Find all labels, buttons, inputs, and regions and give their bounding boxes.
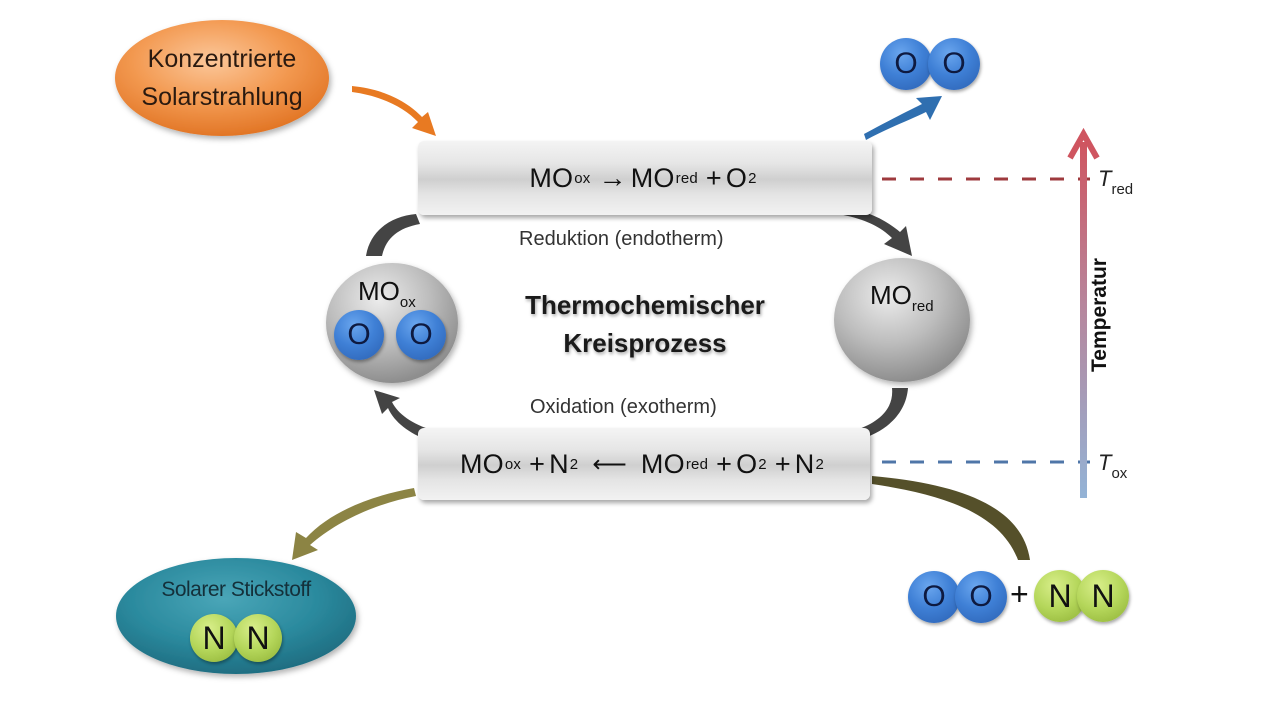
eq-term: N	[794, 448, 815, 479]
t-symbol: T	[1098, 166, 1112, 191]
solar-radiation-bubble	[115, 20, 329, 136]
temperature-arrowhead	[1067, 127, 1100, 160]
feed-arrow	[872, 476, 1030, 560]
cycle-arrow-top-left	[366, 214, 420, 256]
nitrogen-atom: N	[234, 614, 282, 662]
mo-red-node	[834, 258, 970, 382]
temperature-axis-label: Temperatur	[1088, 258, 1111, 372]
eq-term: O	[725, 162, 748, 193]
t-ox-label: Tox	[1098, 450, 1127, 482]
reaction-arrow: →	[598, 162, 627, 193]
node-label-sub: ox	[399, 294, 416, 311]
cycle-arrow-bottom-left	[374, 390, 432, 440]
feed-plus-sign: +	[1010, 576, 1029, 612]
oxygen-atom: O	[908, 571, 960, 623]
oxygen-atom: O	[928, 38, 980, 90]
eq-subscript: ox	[574, 169, 591, 187]
temperature-axis	[1080, 142, 1087, 498]
solar-nitrogen-label: Solarer Stickstoff	[161, 578, 311, 601]
eq-term: MO	[459, 448, 504, 479]
nitrogen-atom: N	[1077, 570, 1129, 622]
reaction-arrow: ⟵	[592, 450, 627, 478]
nitrogen-atom: N	[190, 614, 238, 662]
cycle-arrow-top-right	[838, 206, 912, 256]
eq-operator: +	[705, 162, 722, 193]
eq-operator: +	[716, 448, 733, 479]
oxygen-atom: O	[396, 310, 446, 360]
oxygen-release-arrow	[864, 96, 942, 140]
eq-term: MO	[529, 162, 574, 193]
eq-subscript: red	[675, 169, 698, 187]
eq-term: MO	[630, 162, 675, 193]
eq-subscript: 2	[758, 455, 767, 473]
mo-ox-label: MOox	[358, 276, 416, 311]
t-subscript: red	[1111, 181, 1134, 198]
eq-subscript: 2	[815, 455, 825, 473]
solar-radiation-line1: Konzentrierte	[147, 45, 297, 73]
solar-input-arrow	[352, 86, 436, 136]
eq-operator: +	[529, 448, 546, 479]
node-label-main: MO	[870, 280, 912, 310]
cycle-title: Thermochemischer Kreisprozess	[500, 286, 790, 362]
eq-term: MO	[640, 448, 685, 479]
mo-red-label: MOred	[870, 280, 934, 315]
solar-nitrogen-bubble	[116, 558, 356, 674]
eq-subscript: red	[685, 455, 709, 473]
eq-subscript: 2	[569, 455, 579, 473]
oxygen-atom: O	[880, 38, 932, 90]
product-arrow	[292, 488, 416, 560]
t-symbol: T	[1098, 450, 1112, 475]
oxygen-atom: O	[955, 571, 1007, 623]
t-subscript: ox	[1111, 465, 1128, 482]
cycle-arrow-bottom-right	[856, 388, 908, 440]
eq-subscript: ox	[504, 455, 522, 473]
solar-radiation-line2: Solarstrahlung	[141, 83, 303, 111]
eq-term: N	[549, 448, 569, 479]
cycle-title-line2: Kreisprozess	[563, 328, 727, 358]
cycle-title-line1: Thermochemischer	[525, 290, 765, 320]
t-red-label: Tred	[1098, 166, 1133, 198]
eq-term: O	[736, 448, 758, 479]
oxygen-atom: O	[334, 310, 384, 360]
reduction-caption: Reduktion (endotherm)	[519, 228, 724, 250]
solar-radiation-label: Konzentrierte Solarstrahlung	[116, 40, 328, 116]
eq-operator: +	[774, 448, 791, 479]
node-label-sub: red	[911, 298, 934, 315]
oxidation-caption: Oxidation (exotherm)	[530, 396, 717, 418]
eq-subscript: 2	[748, 169, 757, 187]
node-label-main: MO	[358, 276, 400, 306]
